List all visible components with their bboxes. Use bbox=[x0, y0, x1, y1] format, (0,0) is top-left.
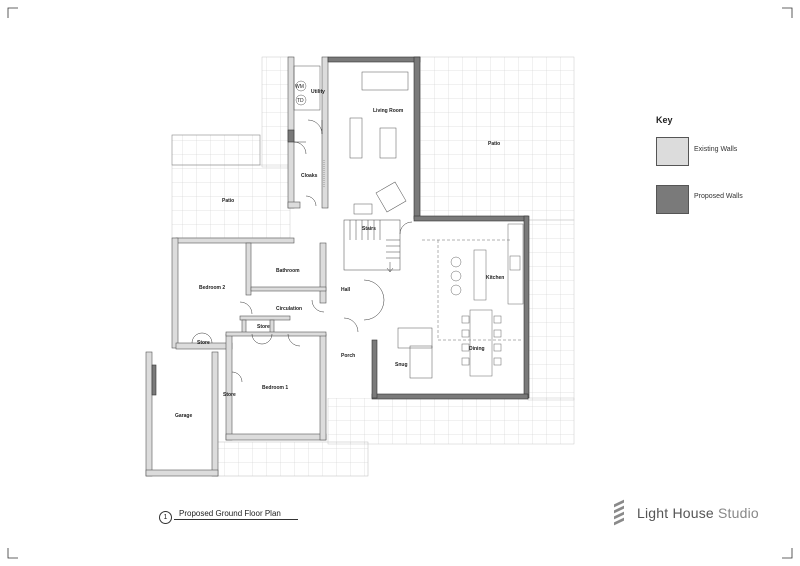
store-a-label: Store bbox=[257, 324, 270, 330]
existing-walls-swatch bbox=[656, 137, 689, 166]
garden-steps bbox=[171, 134, 261, 166]
front-paving bbox=[327, 397, 575, 445]
kitchen-label: Kitchen bbox=[486, 275, 504, 281]
bedroom-1-label: Bedroom 1 bbox=[262, 385, 288, 391]
wm-label: WM bbox=[295, 84, 304, 90]
brand-name-suffix: Studio bbox=[718, 505, 759, 521]
snug-label: Snug bbox=[395, 362, 408, 368]
brand-name: Light House Studio bbox=[637, 505, 759, 521]
proposed-walls bbox=[151, 56, 530, 400]
proposed-walls-label: Proposed Walls bbox=[694, 193, 743, 200]
garage-label: Garage bbox=[175, 413, 192, 419]
right-paving bbox=[527, 219, 575, 401]
doors bbox=[191, 119, 413, 383]
dining-label: Dining bbox=[469, 346, 485, 352]
drawing-title-rule bbox=[174, 519, 298, 520]
kitchen-units bbox=[422, 223, 524, 377]
patio-right-label: Patio bbox=[488, 141, 500, 147]
hall-label: Hall bbox=[341, 287, 351, 293]
store-c-label: Store bbox=[223, 392, 236, 398]
furniture bbox=[293, 65, 433, 379]
circulation-label: Circulation bbox=[276, 306, 302, 312]
drawing-number: 1 bbox=[159, 511, 172, 524]
porch-label: Porch bbox=[341, 353, 355, 359]
room-labels: Living Room Utility WM TD Cloaks Patio P… bbox=[175, 84, 504, 419]
key-title: Key bbox=[656, 115, 673, 125]
cloaks-label: Cloaks bbox=[301, 173, 318, 179]
patio-right-paving bbox=[419, 56, 575, 221]
patio-left-label: Patio bbox=[222, 198, 234, 204]
proposed-walls-swatch bbox=[656, 185, 689, 214]
stairs-label: Stairs bbox=[362, 226, 376, 232]
td-label: TD bbox=[297, 98, 304, 104]
top-left-paving bbox=[261, 56, 293, 168]
existing-walls-label: Existing Walls bbox=[694, 146, 738, 153]
utility-label: Utility bbox=[311, 89, 325, 95]
lighthouse-logo-icon bbox=[614, 499, 626, 526]
bathroom-label: Bathroom bbox=[276, 268, 300, 274]
stairs bbox=[343, 219, 401, 273]
drive-paving bbox=[215, 441, 369, 477]
paving bbox=[171, 56, 575, 477]
drawing-title: Proposed Ground Floor Plan bbox=[179, 509, 281, 518]
brand-name-main: Light House bbox=[637, 505, 714, 521]
bedroom-2-label: Bedroom 2 bbox=[199, 285, 225, 291]
sheet-corner-marks bbox=[7, 7, 793, 559]
living-room-label: Living Room bbox=[373, 108, 404, 114]
store-b-label: Store bbox=[197, 340, 210, 346]
